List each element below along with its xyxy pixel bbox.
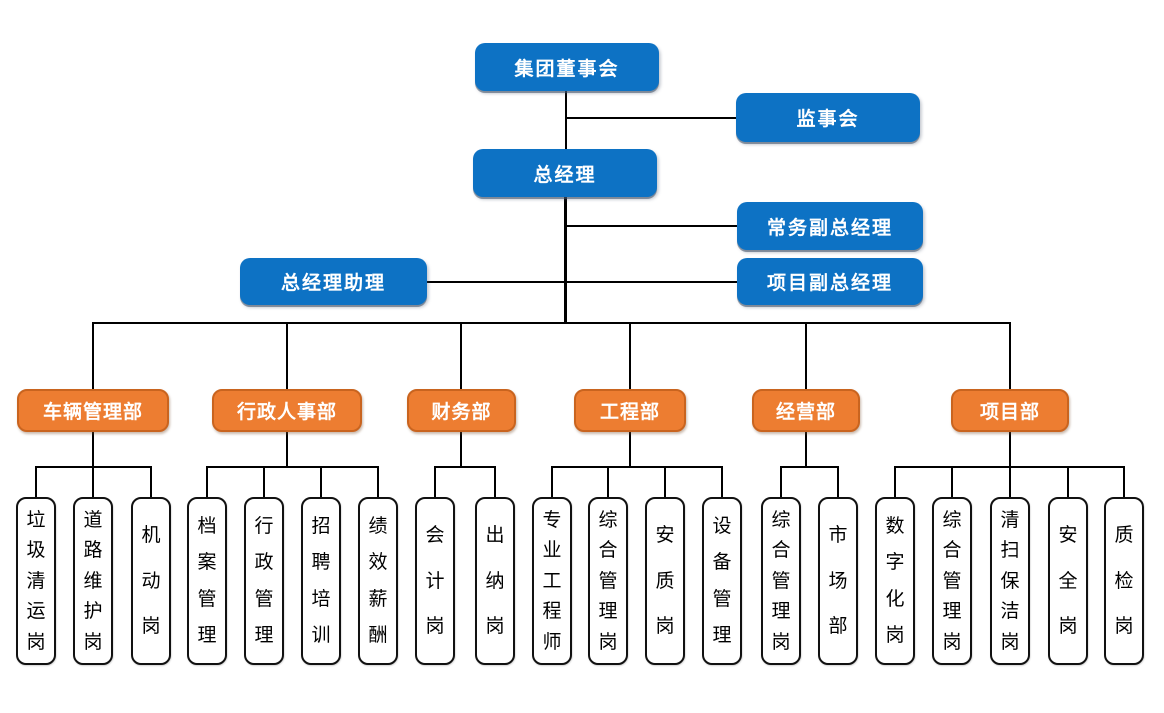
connector-branch-drop: [805, 432, 807, 466]
node-post-equipment-management: 设备管理: [702, 497, 742, 665]
node-project-deputy-gm: 项目副总经理: [737, 258, 923, 305]
node-post-safety: 安全岗: [1048, 497, 1088, 665]
node-post-proj-general-management: 综合管理岗: [932, 497, 972, 665]
node-post-safety-quality: 安质岗: [645, 497, 685, 665]
connector-branch-drop: [629, 432, 631, 466]
node-post-archive-management: 档案管理: [187, 497, 227, 665]
connector-post-drop: [551, 466, 553, 497]
node-post-accounting: 会计岗: [415, 497, 455, 665]
connector-dept-drop: [460, 322, 462, 389]
connector-trunk-upper: [565, 91, 567, 151]
connector-post-drop: [1067, 466, 1069, 497]
connector-dept-drop: [286, 322, 288, 389]
connector-post-drop: [377, 466, 379, 497]
connector-branch-drop: [92, 432, 94, 466]
node-dept-admin-hr: 行政人事部: [212, 389, 362, 432]
node-dept-project: 项目部: [951, 389, 1069, 432]
connector-post-drop: [837, 466, 839, 497]
connector-post-drop: [1123, 466, 1125, 497]
connector-post-drop: [434, 466, 436, 497]
connector-dept-rail: [93, 322, 1010, 324]
node-post-mobile: 机动岗: [131, 497, 171, 665]
connector-post-drop: [607, 466, 609, 497]
node-post-admin-management: 行政管理: [244, 497, 284, 665]
node-post-quality-inspection: 质检岗: [1104, 497, 1144, 665]
node-general-manager: 总经理: [473, 149, 657, 197]
connector-post-drop: [951, 466, 953, 497]
connector-dept-drop: [1009, 322, 1011, 389]
node-dept-business: 经营部: [752, 389, 860, 432]
connector-post-drop: [320, 466, 322, 497]
node-dept-engineering: 工程部: [574, 389, 686, 432]
connector-trunk-lower: [564, 197, 567, 323]
node-dept-finance: 财务部: [407, 389, 516, 432]
connector-post-drop: [894, 466, 896, 497]
node-post-eng-general-management: 综合管理岗: [588, 497, 628, 665]
connector-branch-drop: [286, 432, 288, 466]
node-post-biz-general-management: 综合管理岗: [761, 497, 801, 665]
node-supervisory-board: 监事会: [736, 93, 920, 142]
connector-branch-rail: [207, 466, 378, 468]
node-post-digitalization: 数字化岗: [875, 497, 915, 665]
connector-assistant: [427, 281, 566, 283]
connector-post-drop: [206, 466, 208, 497]
node-board: 集团董事会: [475, 43, 659, 91]
connector-dept-drop: [629, 322, 631, 389]
connector-post-drop: [664, 466, 666, 497]
node-gm-assistant: 总经理助理: [240, 258, 427, 305]
node-post-cleaning: 清扫保洁岗: [990, 497, 1030, 665]
node-dept-vehicle-management: 车辆管理部: [17, 389, 169, 432]
node-post-professional-engineer: 专业工程师: [532, 497, 572, 665]
node-executive-deputy-gm: 常务副总经理: [737, 202, 923, 250]
connector-post-drop: [780, 466, 782, 497]
connector-post-drop: [150, 466, 152, 497]
connector-pvp: [566, 281, 737, 283]
connector-evp: [566, 225, 737, 227]
node-post-garbage-removal: 垃圾清运岗: [16, 497, 56, 665]
node-post-recruit-training: 招聘培训: [301, 497, 341, 665]
node-post-market: 市场部: [818, 497, 858, 665]
node-post-cashier: 出纳岗: [475, 497, 515, 665]
connector-post-drop: [494, 466, 496, 497]
connector-branch-rail: [435, 466, 495, 468]
node-post-road-maintenance: 道路维护岗: [73, 497, 113, 665]
connector-post-drop: [92, 466, 94, 497]
connector-dept-drop: [805, 322, 807, 389]
connector-post-drop: [263, 466, 265, 497]
node-post-performance-pay: 绩效薪酬: [358, 497, 398, 665]
connector-post-drop: [35, 466, 37, 497]
connector-branch-drop: [460, 432, 462, 466]
connector-supervisory: [566, 117, 737, 119]
connector-branch-rail: [552, 466, 722, 468]
connector-post-drop: [721, 466, 723, 497]
connector-branch-drop: [1009, 432, 1011, 466]
connector-post-drop: [1009, 466, 1011, 497]
connector-branch-rail: [781, 466, 838, 468]
connector-dept-drop: [92, 322, 94, 389]
